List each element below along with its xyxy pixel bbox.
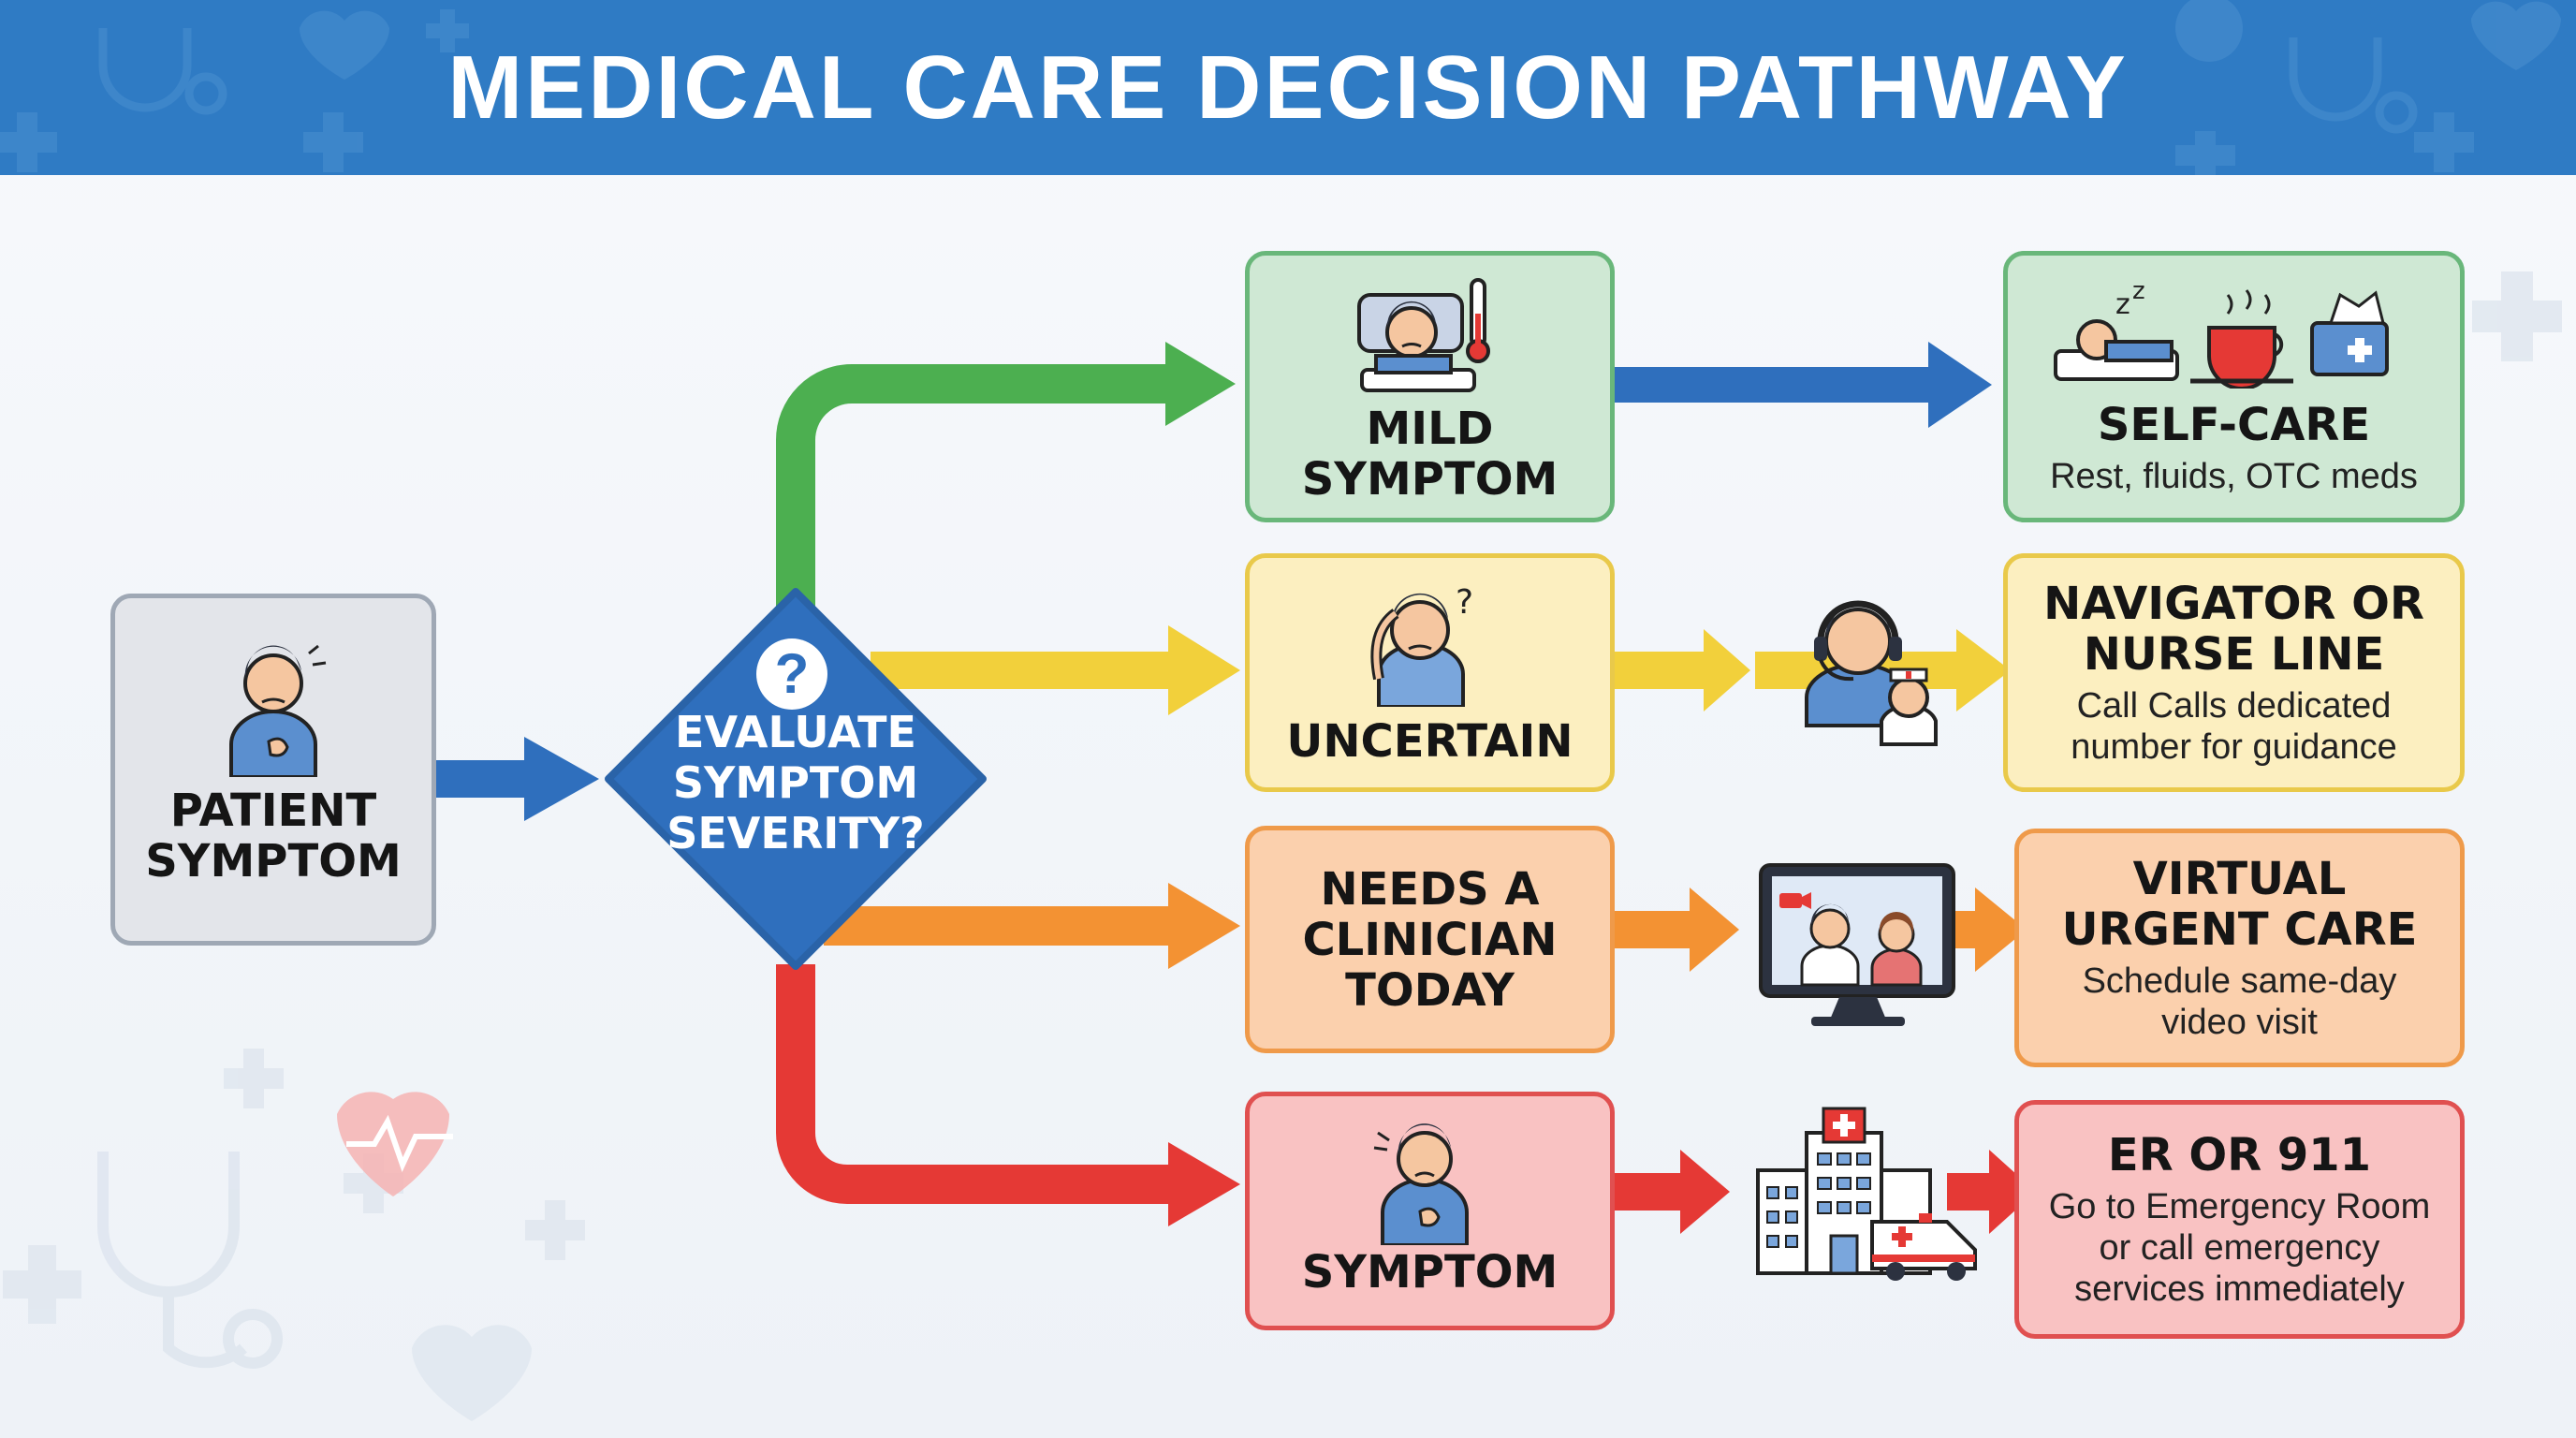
decision-diamond xyxy=(605,588,987,970)
patient-symptom-label: PATIENT SYMPTOM xyxy=(145,785,402,888)
self-care-box: SELF-CARE Rest, fluids, OTC meds xyxy=(2003,251,2465,522)
arrow-start-to-decision xyxy=(436,737,599,821)
sick-in-bed-thermometer-icon xyxy=(1357,278,1490,392)
arrow-decision-to-clinician xyxy=(824,883,1240,969)
header-medical-pattern xyxy=(0,0,2561,175)
nurse-line-box: NAVIGATOR OR NURSE LINE Call Calls dedic… xyxy=(2003,553,2465,792)
virtual-urgent-care-box: VIRTUAL URGENT CARE Schedule same-day vi… xyxy=(2014,829,2465,1067)
nurse-headset-icon xyxy=(1805,600,1938,746)
er-911-desc: Go to Emergency Room or call emergency s… xyxy=(2048,1186,2431,1309)
video-call-monitor-icon xyxy=(1759,863,1955,1026)
virtual-urgent-care-desc: Schedule same-day video visit xyxy=(2082,961,2397,1042)
sleeping-tea-tissues-icon: z z xyxy=(2054,277,2389,389)
arrow-decision-to-mild xyxy=(776,342,1236,618)
emergency-symptom-label: SYMPTOM xyxy=(1301,1246,1559,1299)
nurse-line-title: NAVIGATOR OR NURSE LINE xyxy=(2043,577,2424,681)
heart-monitor-icon xyxy=(337,1092,453,1196)
patient-chest-pain-icon xyxy=(1373,1123,1469,1245)
arrow-symptom-to-er xyxy=(1615,1150,2036,1234)
svg-text:?: ? xyxy=(1456,583,1473,622)
confused-person-icon: ? xyxy=(1370,583,1473,707)
hospital-ambulance-icon xyxy=(1756,1107,1977,1281)
virtual-urgent-care-title: VIRTUAL URGENT CARE xyxy=(2061,852,2418,956)
uncertain-label: UNCERTAIN xyxy=(1286,715,1573,768)
arrow-decision-to-emergency xyxy=(776,964,1240,1226)
patient-chest-pain-icon xyxy=(229,644,327,777)
svg-text:z: z xyxy=(2115,288,2130,321)
er-911-title: ER OR 911 xyxy=(2107,1128,2372,1181)
nurse-line-desc: Call Calls dedicated number for guidance xyxy=(2071,685,2397,767)
page-title: MEDICAL CARE DECISION PATHWAY xyxy=(447,37,2129,138)
clinician-today-box: NEEDS A CLINICIAN TODAY xyxy=(1245,826,1615,1053)
arrow-mild-to-selfcare xyxy=(1615,342,1992,428)
self-care-title: SELF-CARE xyxy=(2097,399,2371,451)
decision-label: EVALUATE SYMPTOM SEVERITY? xyxy=(666,707,925,858)
clinician-today-label: NEEDS A CLINICIAN TODAY xyxy=(1302,862,1558,1017)
er-911-box: ER OR 911 Go to Emergency Room or call e… xyxy=(2014,1100,2465,1339)
header-banner: MEDICAL CARE DECISION PATHWAY xyxy=(0,0,2576,175)
arrow-decision-to-uncertain xyxy=(871,625,1240,715)
uncertain-box: UNCERTAIN xyxy=(1245,553,1615,792)
mild-symptom-label: MILD SYMPTOM xyxy=(1301,403,1559,506)
question-mark-icon: ? xyxy=(756,638,827,710)
self-care-desc: Rest, fluids, OTC meds xyxy=(2050,457,2418,496)
svg-text:z: z xyxy=(2132,277,2145,305)
